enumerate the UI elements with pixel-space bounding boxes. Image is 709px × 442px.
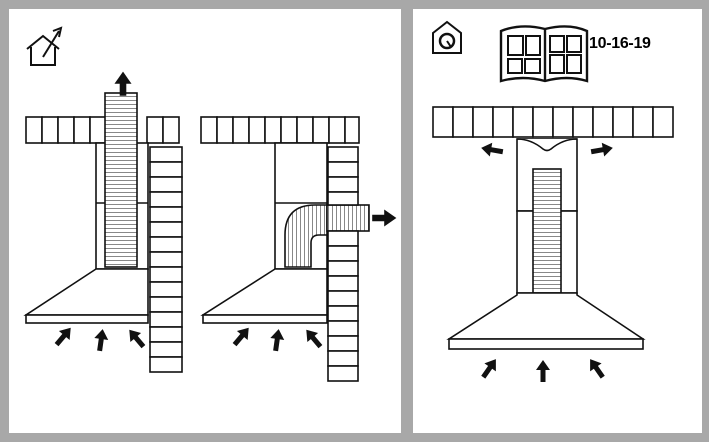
open-book-icon: [499, 25, 589, 83]
recirculation-installation-panel: 10-16-19: [413, 9, 702, 433]
wall-bricks-2: [327, 146, 359, 382]
page-reference: 10-16-19: [589, 35, 651, 52]
house-vent-out-icon: [26, 26, 63, 66]
ceiling-bricks: [25, 116, 180, 144]
recirculation-chimney: [446, 138, 646, 350]
recirculation-illustration: [432, 20, 674, 382]
wall-bricks: [149, 146, 183, 373]
intake-arrows-2: [229, 323, 326, 352]
ducted-illustration: [23, 26, 396, 382]
ceiling-bricks-2: [200, 116, 360, 144]
house-recirculation-icon: [432, 20, 462, 54]
intake-arrows-3: [477, 355, 609, 382]
duct-elbow-side-figure: [200, 116, 396, 382]
ceiling-bricks-3: [432, 106, 674, 138]
intake-arrows-1: [51, 323, 149, 352]
ducted-installation-panel: [9, 9, 401, 433]
duct-straight-up-figure: [23, 72, 183, 373]
